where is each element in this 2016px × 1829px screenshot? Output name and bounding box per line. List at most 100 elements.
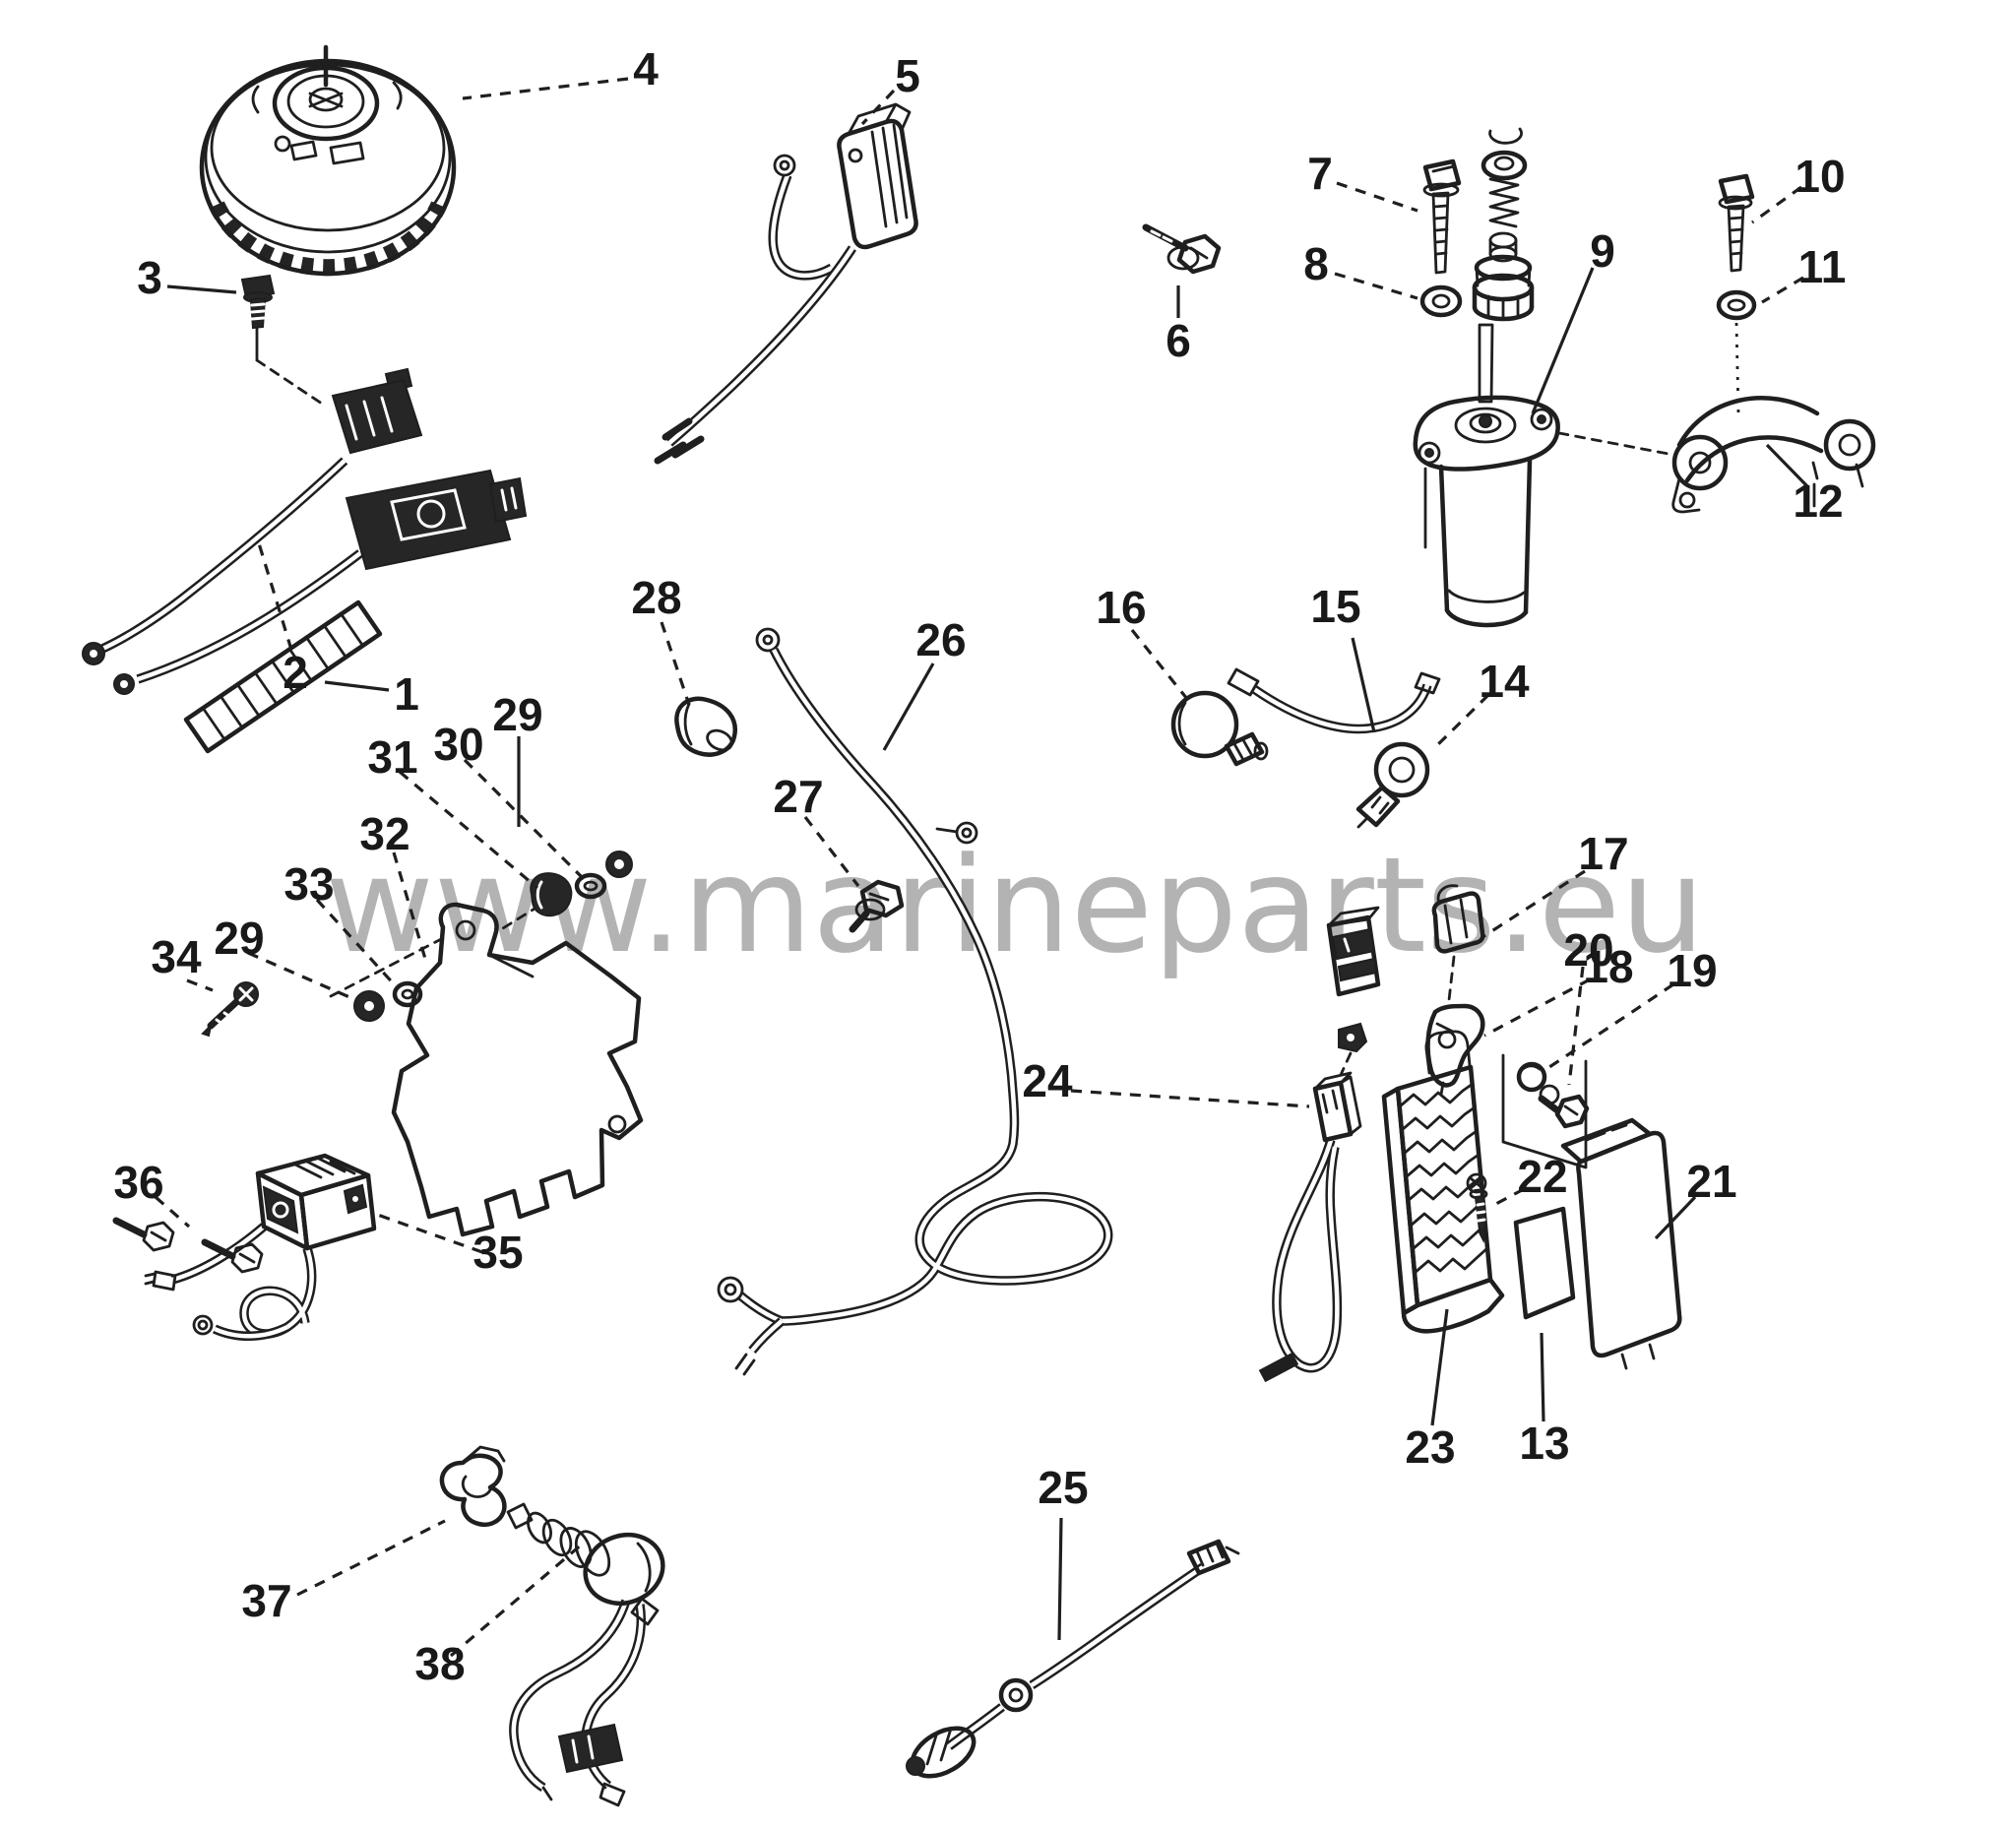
callout-leader-20 [1567, 966, 1585, 1086]
part-bolt-27 [849, 879, 905, 933]
callout-leader-12 [1765, 443, 1809, 488]
callout-leader-31 [398, 770, 539, 890]
part-bracket-32 [329, 902, 644, 1237]
callout-10: 10 [1795, 151, 1845, 202]
callout-3: 3 [137, 252, 162, 303]
part-bolts-36 [112, 1217, 264, 1274]
callout-13: 13 [1519, 1418, 1569, 1469]
part-harness-26 [717, 627, 1113, 1376]
callout-28: 28 [631, 572, 681, 623]
callout-34: 34 [151, 931, 202, 982]
part-starter-motor-9 [1413, 127, 1675, 628]
part-screw-22 [1466, 1172, 1488, 1244]
callout-17: 17 [1578, 828, 1628, 879]
callout-12: 12 [1793, 475, 1843, 527]
part-bulb-16 [1170, 690, 1269, 767]
callout-leader-8 [1334, 272, 1418, 300]
callout-30: 30 [433, 719, 483, 770]
callout-18: 18 [1583, 941, 1633, 992]
part-bolt-20 [1538, 1084, 1590, 1129]
part-fuse-box-23 [1381, 1030, 1505, 1334]
callout-11: 11 [1798, 241, 1847, 292]
callout-20: 20 [1563, 924, 1613, 976]
part-relay [1326, 906, 1381, 1077]
callout-leader-22 [1489, 1187, 1525, 1209]
part-ignition-coil-35 [144, 1153, 377, 1341]
part-strip-1 [183, 599, 383, 754]
callout-leader-9 [1531, 267, 1595, 414]
callout-33: 33 [284, 858, 334, 910]
part-ball-19 [1516, 1061, 1547, 1093]
callout-leader-33 [315, 898, 400, 990]
part-nut-29b [605, 851, 633, 878]
part-bolt-7 [1422, 158, 1462, 275]
callout-leader-23 [1430, 1308, 1449, 1426]
part-bracket-18 [1425, 1003, 1485, 1097]
callout-29: 29 [492, 689, 542, 740]
part-connector-24 [1258, 1071, 1362, 1383]
part-washer-8 [1419, 284, 1463, 318]
callout-16: 16 [1096, 582, 1146, 633]
part-washer-11 [1716, 289, 1757, 414]
callout-leader-18 [1483, 978, 1591, 1038]
part-connector-38 [506, 1502, 665, 1807]
callout-7: 7 [1307, 148, 1333, 199]
part-bolt-3 [240, 274, 327, 408]
callout-leader-19 [1543, 982, 1674, 1073]
callout-15: 15 [1310, 581, 1360, 632]
part-gasket-13 [1513, 1206, 1576, 1320]
part-lead-wire-25 [906, 1539, 1240, 1779]
callout-23: 23 [1405, 1421, 1455, 1473]
callout-2: 2 [283, 647, 308, 698]
callout-14: 14 [1479, 656, 1530, 707]
callout-leader-4 [462, 77, 629, 100]
part-cover-21 [1560, 1117, 1682, 1370]
callout-9: 9 [1590, 225, 1615, 277]
part-fuse-17 [1431, 884, 1485, 1002]
callout-25: 25 [1038, 1462, 1088, 1513]
part-bolt-6 [1142, 223, 1222, 275]
callout-leader-11 [1761, 276, 1804, 304]
callout-leader-3 [166, 284, 237, 294]
callout-29: 29 [214, 913, 264, 964]
part-grommet-31 [530, 872, 573, 917]
part-terminal-14 [1355, 741, 1430, 829]
part-grommet-29a [353, 990, 385, 1022]
callout-leader-30 [463, 758, 587, 882]
part-ring-33 [392, 980, 423, 1008]
callout-leader-17 [1481, 869, 1586, 939]
watermark: www.marineparts.eu [325, 829, 1705, 982]
part-screw-34 [201, 981, 259, 1038]
callout-leader-2 [257, 542, 293, 651]
callout-leader-34 [186, 978, 214, 992]
callout-leader-24 [1070, 1089, 1310, 1108]
callout-leader-29 [247, 951, 357, 1002]
callout-leader-21 [1654, 1195, 1697, 1240]
callout-5: 5 [895, 50, 920, 101]
callout-leader-10 [1751, 185, 1802, 224]
callout-38: 38 [414, 1638, 465, 1689]
part-bracket-12 [1671, 395, 1876, 514]
callout-leader-14 [1430, 693, 1490, 752]
part-clip-37 [439, 1445, 507, 1528]
callout-27: 27 [773, 771, 823, 822]
assembly-line [1501, 1053, 1588, 1169]
callout-leader-38 [449, 1542, 585, 1658]
callout-leader-36 [154, 1195, 191, 1229]
callout-31: 31 [367, 731, 417, 783]
callout-leader-26 [882, 662, 935, 751]
callout-leader-15 [1351, 637, 1376, 733]
callout-1: 1 [394, 668, 419, 720]
callout-8: 8 [1303, 238, 1329, 289]
callout-22: 22 [1517, 1151, 1567, 1202]
callout-6: 6 [1166, 315, 1191, 366]
callout-leader-25 [1057, 1517, 1063, 1641]
callout-leader-5 [860, 89, 896, 126]
part-ring-30 [574, 872, 607, 900]
callout-24: 24 [1022, 1055, 1073, 1106]
callout-leader-7 [1336, 181, 1418, 213]
callout-32: 32 [359, 808, 410, 859]
callout-26: 26 [915, 614, 966, 665]
